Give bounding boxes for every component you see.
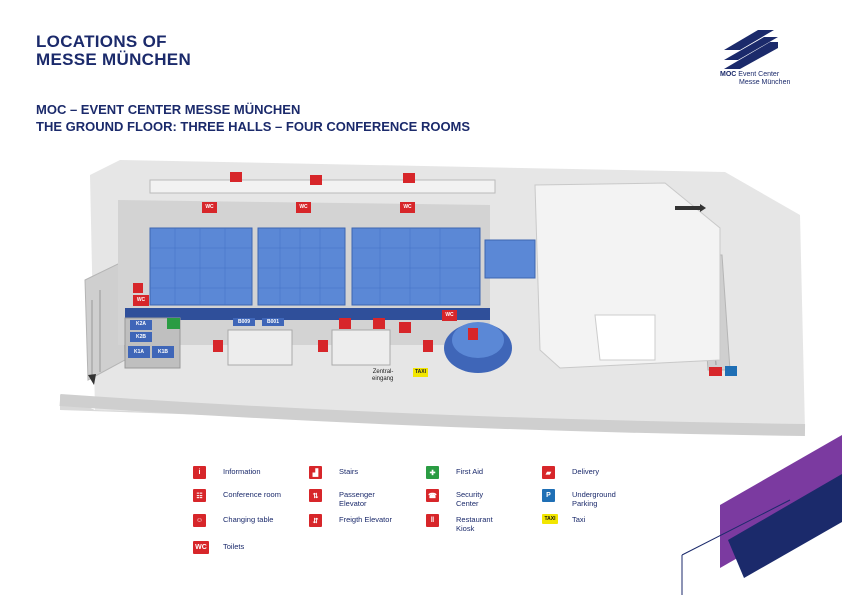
entrance-label-line1: Zentral- (372, 369, 394, 375)
legend-label: Taxi (572, 515, 586, 524)
underground-parking-icon: P (542, 489, 555, 502)
legend-item-stairs: ▟ Stairs (309, 466, 419, 479)
legend-label: Passenger Elevator (339, 490, 375, 508)
page-subtitle-line2: THE GROUND FLOOR: THREE HALLS – FOUR CON… (36, 119, 471, 134)
room-b009: B009 (233, 318, 255, 326)
east-hall (534, 182, 721, 369)
taxi-icon: TAXI (542, 514, 558, 524)
map-legend: i Information ☷ Conference room ☺ Changi… (193, 464, 653, 564)
conference-room-icon: ☷ (193, 489, 206, 502)
room-k2a: K2A (135, 321, 146, 327)
page-subtitle-line1: MOC – EVENT CENTER MESSE MÜNCHEN (36, 102, 301, 117)
block-b009 (227, 329, 293, 366)
page-title-line2: MESSE MÜNCHEN (36, 50, 192, 69)
map-wc-4: WC (136, 297, 146, 303)
foyer (125, 308, 490, 320)
information-icon: i (193, 466, 206, 479)
page-title-line1: LOCATIONS OF (36, 32, 167, 51)
legend-label: Conference room (223, 490, 281, 499)
room-k1a: K1A (133, 349, 144, 355)
legend-item-taxi: TAXI Taxi (542, 514, 652, 525)
legend-label: Security Center (456, 490, 484, 508)
legend-item-freight-elevator: ⇵ Freigth Elevator (309, 514, 399, 527)
map-wc-5: WC (445, 312, 454, 318)
corner-decoration (681, 435, 842, 595)
legend-item-security-center: ☎ Security Center (426, 489, 506, 508)
legend-item-delivery: ▰ Delivery (542, 466, 652, 479)
map-wc-3: WC (403, 204, 412, 210)
freight-elevator-icon: ⇵ (309, 514, 322, 527)
legend-item-underground-parking: P Underground Parking (542, 489, 632, 508)
first-aid-icon: ✚ (426, 466, 439, 479)
legend-label: Changing table (223, 515, 274, 524)
entrance-label: Zentral- eingang (372, 369, 393, 383)
map-taxi-badge: TAXI (413, 368, 428, 377)
logo-brand: MOC (720, 71, 737, 78)
page-subtitle: MOC – EVENT CENTER MESSE MÜNCHEN THE GRO… (36, 101, 470, 135)
legend-item-information: i Information (193, 466, 303, 479)
map-wc-1: WC (205, 204, 214, 210)
legend-label: Delivery (572, 467, 600, 476)
hall-2 (257, 227, 346, 306)
legend-label: Underground Parking (572, 490, 616, 508)
legend-item-changing-table: ☺ Changing table (193, 514, 303, 527)
logo-line1: Event Center (738, 71, 780, 78)
restaurant-kiosk-icon: ǁ (426, 514, 439, 527)
hall-1 (149, 227, 253, 306)
legend-label: First Aid (456, 467, 484, 476)
toilets-icon: WC (193, 541, 209, 554)
stairs-icon: ▟ (309, 466, 322, 479)
logo-wordmark: MOC Event Center Messe München (720, 71, 790, 87)
legend-item-conference-room: ☷ Conference room (193, 489, 283, 502)
hall-3 (351, 227, 481, 306)
delivery-icon: ▰ (542, 466, 555, 479)
page-title: LOCATIONS OF MESSE MÜNCHEN (36, 33, 191, 69)
legend-label: Stairs (339, 467, 359, 476)
moc-logo-icon (724, 30, 778, 69)
room-b001: B001 (262, 318, 284, 326)
legend-item-toilets: WC Toilets (193, 541, 303, 554)
passenger-elevator-icon: ⇅ (309, 489, 322, 502)
hall-annex (484, 239, 536, 279)
legend-label: Restaurant Kiosk (456, 515, 493, 533)
legend-label: Toilets (223, 542, 245, 551)
legend-item-first-aid: ✚ First Aid (426, 466, 536, 479)
legend-label: Freigth Elevator (339, 515, 392, 524)
north-wall (149, 179, 496, 194)
map-wc-2: WC (299, 204, 308, 210)
room-k1b: K1B (157, 349, 168, 355)
entrance-label-line2: eingang (372, 376, 394, 382)
legend-item-restaurant-kiosk: ǁ Restaurant Kiosk (426, 514, 506, 533)
legend-label: Information (223, 467, 261, 476)
logo-line2: Messe München (739, 79, 791, 86)
security-center-icon: ☎ (426, 489, 439, 502)
room-k2b: K2B (135, 334, 146, 340)
changing-table-icon: ☺ (193, 514, 206, 527)
legend-item-passenger-elevator: ⇅ Passenger Elevator (309, 489, 399, 508)
block-center (331, 329, 391, 366)
